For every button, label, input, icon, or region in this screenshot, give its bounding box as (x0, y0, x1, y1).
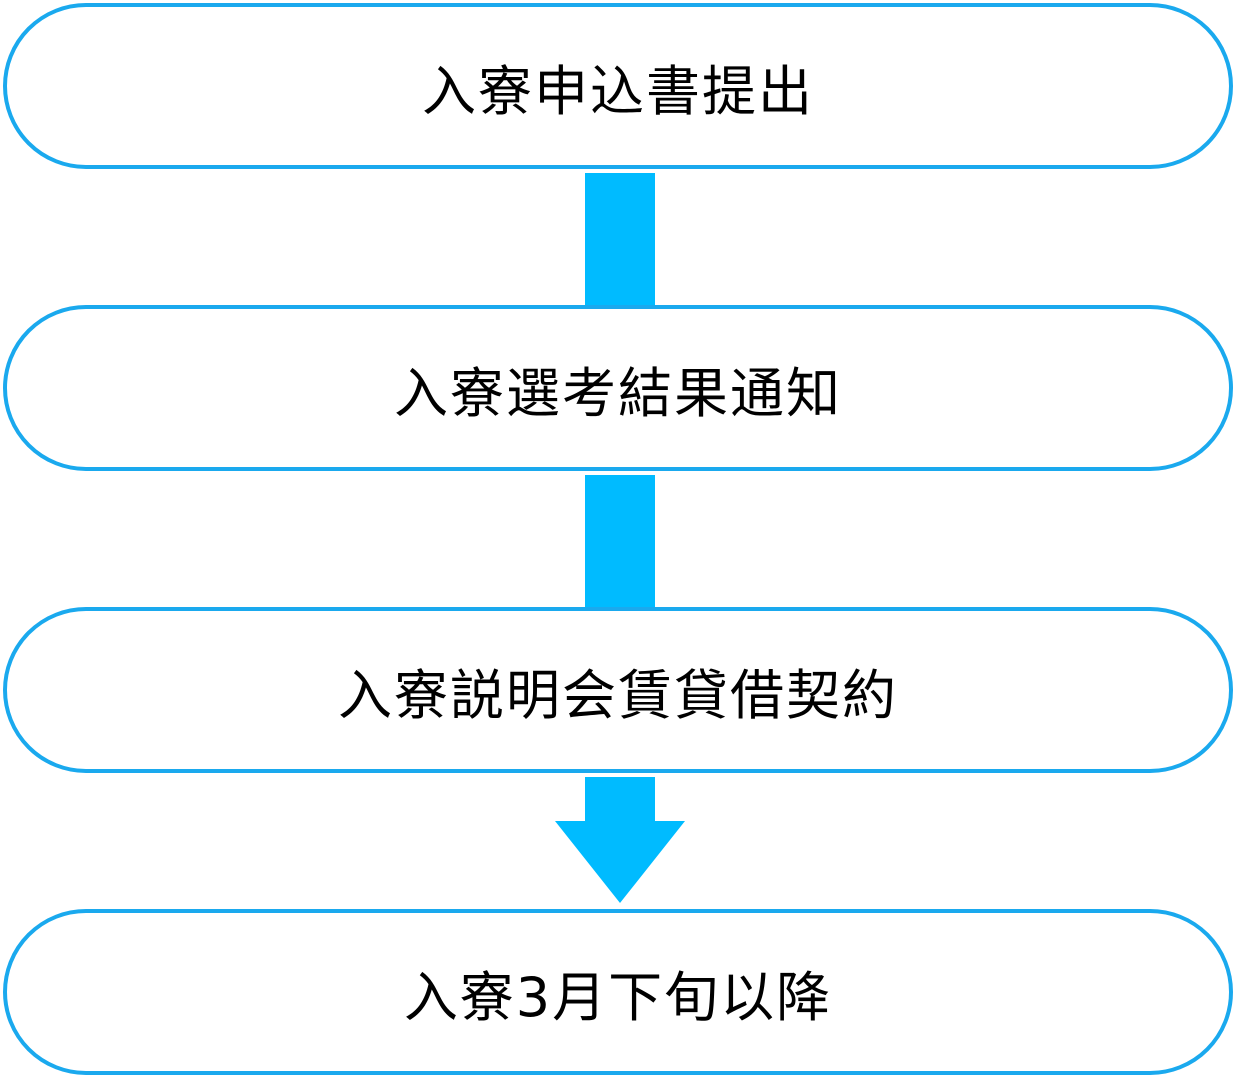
arrow-shape (555, 777, 685, 903)
down-arrow-icon (555, 777, 685, 903)
flow-step-label: 入寮選考結果通知 (394, 361, 842, 425)
flow-connector (585, 475, 655, 607)
flow-step-label: 入寮説明会賃貸借契約 (338, 663, 898, 727)
flow-step-selection-result: 入寮選考結果通知 (3, 305, 1233, 471)
flow-step-move-in: 入寮3月下旬以降 (3, 909, 1233, 1075)
flow-connector (585, 173, 655, 305)
flow-step-briefing-contract: 入寮説明会賃貸借契約 (3, 607, 1233, 773)
flow-step-application: 入寮申込書提出 (3, 3, 1233, 169)
flow-step-label: 入寮3月下旬以降 (403, 965, 833, 1029)
flow-step-label: 入寮申込書提出 (422, 59, 814, 123)
